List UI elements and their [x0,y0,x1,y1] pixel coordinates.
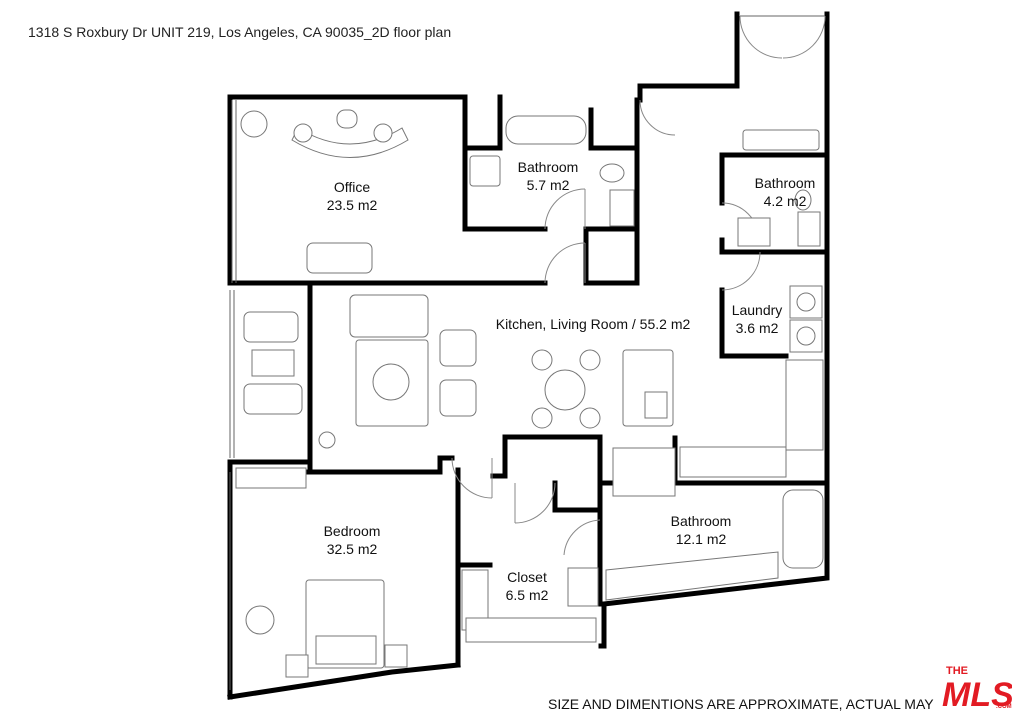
room-name: Bedroom [323,523,381,539]
room-area: 6.5 m2 [505,587,549,603]
room-bathroom-1: Bathroom 5.7 m2 [518,158,579,194]
doors [451,15,826,556]
windows [229,15,825,690]
room-closet: Closet 6.5 m2 [506,568,549,604]
room-name: Bathroom [517,159,579,175]
room-bathroom-2: Bathroom 4.2 m2 [755,174,816,210]
room-name: Kitchen, Living Room / 55.2 m2 [495,316,691,332]
room-area: 12.1 m2 [675,531,727,547]
room-name: Closet [507,569,547,585]
logo-com: .COM [996,704,1012,710]
room-name: Office [333,179,371,195]
logo-the: THE [946,665,968,677]
room-name: Bathroom [754,175,816,191]
page-title: 1318 S Roxbury Dr UNIT 219, Los Angeles,… [28,24,452,40]
room-area: 4.2 m2 [763,193,807,209]
mls-logo: THE MLS .COM [942,665,1012,714]
logo-mls: MLS [942,676,1012,714]
room-bedroom: Bedroom 32.5 m2 [324,522,381,558]
room-name: Bathroom [670,513,732,529]
room-area: 3.6 m2 [735,320,779,336]
room-name: Laundry [731,302,783,318]
room-kitchen-living: Kitchen, Living Room / 55.2 m2 [496,315,691,333]
room-area: 5.7 m2 [526,177,570,193]
room-laundry: Laundry 3.6 m2 [732,301,783,337]
furniture [235,109,824,678]
room-area: 32.5 m2 [326,541,378,557]
room-bathroom-3: Bathroom 12.1 m2 [671,512,732,548]
disclaimer-note: SIZE AND DIMENTIONS ARE APPROXIMATE, ACT… [548,696,936,712]
room-office: Office 23.5 m2 [327,178,378,214]
room-area: 23.5 m2 [326,197,378,213]
